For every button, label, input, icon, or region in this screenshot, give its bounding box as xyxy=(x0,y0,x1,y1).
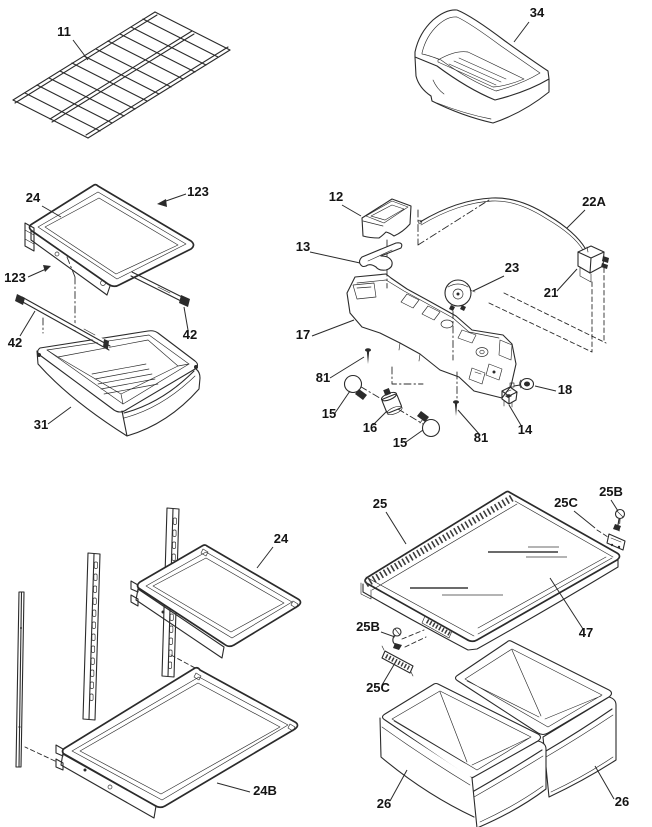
screw-right-drawing xyxy=(453,400,459,416)
part-label-16: 16 xyxy=(363,420,377,435)
part-label-26-left: 26 xyxy=(377,796,391,811)
part-label-25b-front: 25B xyxy=(356,619,380,634)
part-label-81-right: 81 xyxy=(474,430,488,445)
part-label-22a: 22A xyxy=(582,194,606,209)
part-label-21: 21 xyxy=(544,285,558,300)
part-label-11: 11 xyxy=(57,24,71,39)
part-label-42-right: 42 xyxy=(183,327,197,342)
part-label-17: 17 xyxy=(296,327,310,342)
leader-lines xyxy=(19,21,619,802)
part-label-81-left: 81 xyxy=(316,370,330,385)
part-label-25b-rear: 25B xyxy=(599,484,623,499)
cantilever-shelves-drawing xyxy=(15,507,302,819)
part-label-47: 47 xyxy=(579,625,593,640)
part-label-25: 25 xyxy=(373,496,387,511)
bulb-socket-drawing xyxy=(380,388,403,416)
part-label-24b: 24B xyxy=(253,783,277,798)
part-label-25c-front: 25C xyxy=(366,680,390,695)
rail-b-slots xyxy=(89,561,98,701)
part-label-42-left: 42 xyxy=(8,335,22,350)
part-label-25c-rear: 25C xyxy=(554,495,578,510)
arrowhead-123-upper xyxy=(157,199,167,207)
part-label-18: 18 xyxy=(558,382,572,397)
screw-left-drawing xyxy=(365,348,371,364)
door-bin-drawing xyxy=(414,9,550,124)
crisper-cover-assembly-drawing xyxy=(15,183,201,437)
part-label-31: 31 xyxy=(34,417,48,432)
part-label-13: 13 xyxy=(296,239,310,254)
part-label-14: 14 xyxy=(518,422,533,437)
part-label-23: 23 xyxy=(505,260,519,275)
part-label-24-mid: 24 xyxy=(26,190,41,205)
part-label-12: 12 xyxy=(329,189,343,204)
part-label-34: 34 xyxy=(530,5,545,20)
spillsafe-shelf-assembly-drawing xyxy=(360,490,626,827)
control-housing-assembly-drawing xyxy=(343,197,609,438)
wire-shelf-drawing xyxy=(12,11,231,139)
part-labels: 11 34 24 123 123 42 42 31 12 13 22A 23 2… xyxy=(4,5,629,811)
part-label-123-lower: 123 xyxy=(4,270,26,285)
part-label-26-right: 26 xyxy=(615,794,629,809)
arrowhead-123-lower xyxy=(43,265,51,272)
part-label-15-upper: 15 xyxy=(322,406,336,421)
part-label-24-bottom: 24 xyxy=(274,531,289,546)
part-label-123-upper: 123 xyxy=(187,184,209,199)
part-label-15-lower: 15 xyxy=(393,435,407,450)
